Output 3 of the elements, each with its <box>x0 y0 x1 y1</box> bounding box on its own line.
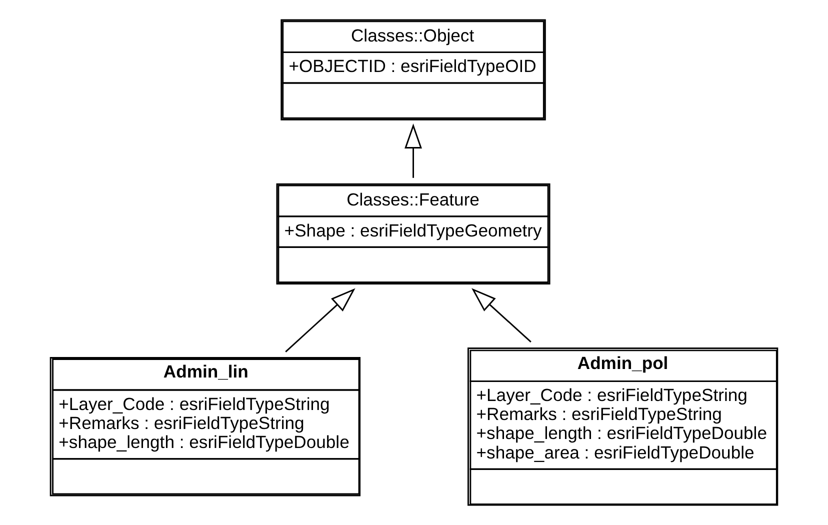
arrow <box>285 288 356 352</box>
arrow <box>404 124 422 178</box>
arrow <box>472 288 532 342</box>
